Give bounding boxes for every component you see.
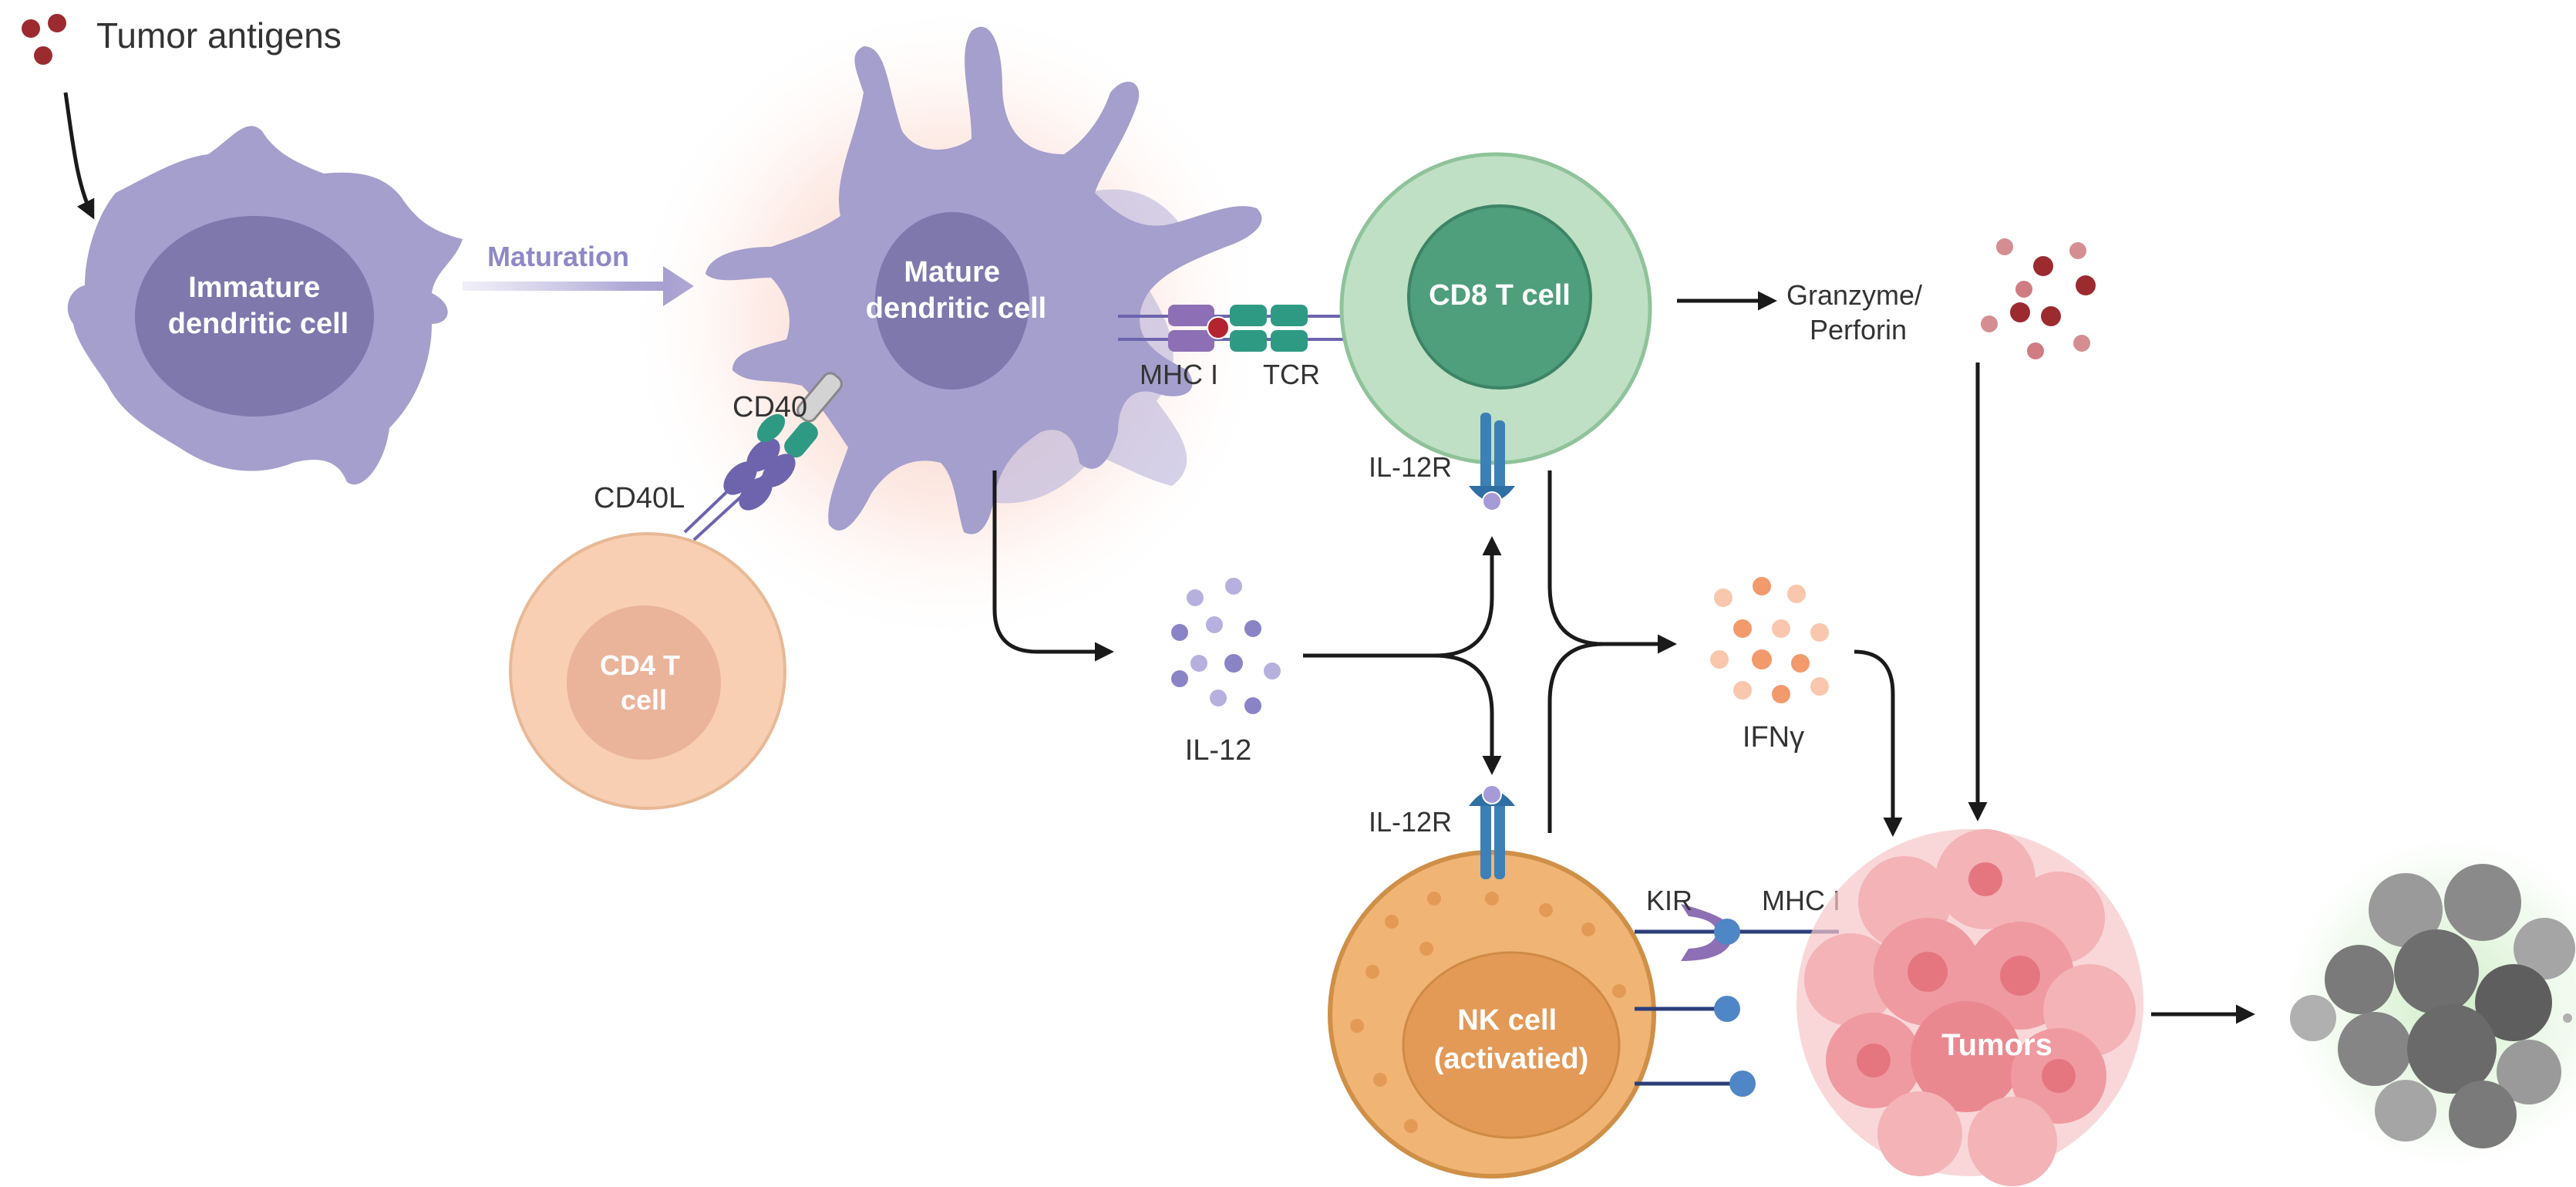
- immature-dc-label: Immature dendritic cell: [168, 271, 349, 340]
- ifng-to-tumor-arrow: [1854, 649, 1903, 837]
- cd40-receptor: [784, 372, 843, 458]
- tumor-mass: [1796, 829, 2143, 1186]
- mhc-tcr-synapse: [1118, 305, 1357, 352]
- il12r-label-nk: IL-12R: [1369, 806, 1452, 838]
- il12-label: IL-12: [1185, 734, 1252, 767]
- dc-to-il12-arrow: [992, 470, 1114, 662]
- il12r-receptor-cd8: [1469, 413, 1515, 511]
- cd4-t-cell: [509, 532, 786, 810]
- il12r-receptor-nk: [1469, 784, 1515, 879]
- cd40l-label: CD40L: [594, 482, 685, 514]
- il12r-label-cd8: IL-12R: [1369, 451, 1452, 483]
- ifng-label: IFNγ: [1743, 721, 1804, 754]
- il12-particles: [1171, 578, 1281, 714]
- tcr-label: TCR: [1263, 359, 1320, 390]
- granzyme-particles: [1981, 238, 2096, 359]
- maturation-label: Maturation: [487, 241, 629, 272]
- cd40-label: CD40: [732, 391, 807, 423]
- cd8-t-cell: [1339, 152, 1652, 465]
- il12-to-nk-arrow: [1433, 653, 1502, 775]
- mature-dc-label: Mature dendritic cell: [866, 256, 1046, 325]
- cd40l-ligand: [683, 413, 796, 541]
- cd8-to-ifng-arrow: [1547, 470, 1677, 654]
- tumor-antigen-icon: [22, 14, 66, 65]
- cd8-label: CD8 T cell: [1429, 279, 1571, 312]
- antigen-uptake-arrow: [63, 92, 95, 220]
- tumor-antigens-label: Tumor antigens: [96, 15, 342, 56]
- mhc1-label: MHC I: [1140, 359, 1218, 390]
- dead-tumor-cells: [2290, 864, 2575, 1148]
- nk-to-ifng-arrow: [1547, 642, 1605, 833]
- nk-label: NK cell (activatied): [1434, 1004, 1589, 1075]
- ifng-particles: [1710, 577, 1829, 703]
- kir-mhc1-interaction: [1635, 904, 1839, 1097]
- cd4-label: CD4 T cell: [600, 649, 688, 716]
- immature-dendritic-cell: [67, 126, 463, 485]
- nk-cell: [1328, 850, 1656, 1179]
- kir-label: KIR: [1646, 885, 1692, 916]
- tumors-label: Tumors: [1941, 1028, 2052, 1062]
- il12-to-cd8-arrow: [1303, 536, 1502, 658]
- granzyme-label: Granzyme/ Perforin: [1786, 279, 1930, 346]
- mature-dendritic-cell: [705, 26, 1262, 534]
